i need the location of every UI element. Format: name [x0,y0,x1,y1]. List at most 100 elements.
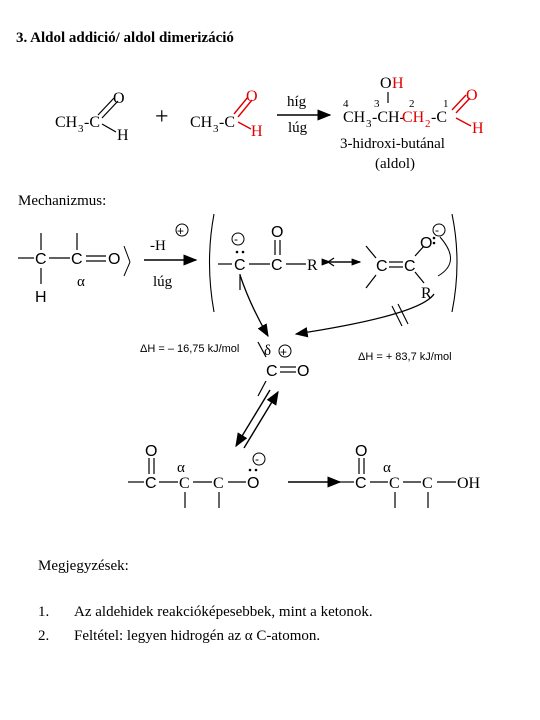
product-o: O [466,87,478,104]
page-title: 3. Aldol addició/ aldol dimerizáció [16,30,234,46]
product-num2: 2 [409,98,415,110]
reactant-2-ch-bond [237,121,252,130]
reactant-2: CH 3 -C O H [190,88,263,140]
mech-lug: lúg [153,274,173,290]
product-h: H [472,120,484,137]
note-number: 1. [38,604,50,620]
product-sub2: 2 [425,118,431,130]
mech-carbanion-c2: C [271,257,283,274]
reactant-1-sub3: 3 [78,123,84,135]
condition-bottom: lúg [288,120,308,136]
mech-blocked-mark-2 [397,303,409,325]
product-h-of-oh: H [392,75,404,92]
mech-final-c2: C [389,475,400,492]
mech-enolate: C C O - R [365,223,446,302]
mech-electrophile-plus: + [280,345,287,359]
mech-enolate-r: R [421,285,432,302]
mech-electrophile: δ + C O [257,341,309,397]
mech-enolate-c1: C [376,258,388,275]
product-num3: 3 [374,98,380,110]
mech-final-c3: C [422,475,433,492]
product-ch2: CH [402,109,425,126]
mech-dh2: ΔH = + 83,7 kJ/mol [358,351,452,363]
product-name: 3-hidroxi-butánal [340,136,445,152]
mech-carbanion-charge: - [234,232,238,246]
notes-title: Megjegyzések: [38,558,129,574]
mechanism-label: Mechanizmus: [18,193,107,209]
mech-alkoxide-c1: C [145,475,157,492]
mech-blocked-mark-1 [391,305,403,327]
mech-alkoxide: C O C α C O - [128,443,266,508]
reactant-1: CH 3 -C O H [55,90,129,144]
mech-carbanion-o: O [271,224,283,241]
mech-final-oh: OH [457,475,481,492]
reactant-1-double-bond-a [97,97,115,116]
product-alias: (aldol) [375,156,415,172]
note-text: Az aldehidek reakcióképesebbek, mint a k… [74,604,373,620]
mech-enolate-blocked-arrow [294,293,435,338]
mech-equilibrium-forward [235,389,271,448]
mech-equilibrium-backward [243,390,279,449]
product-c: -C [431,109,447,126]
reactant-1-ch: CH [55,114,78,131]
mech-final-c1: C [355,475,367,492]
note-item: 1. Az aldehidek reakcióképesebbek, mint … [38,600,373,624]
mech-plus-charge: + [177,224,184,238]
mech-electrophile-o: O [297,363,309,380]
product-double-bond-a [451,94,467,111]
reactant-2-sub3: 3 [213,123,219,135]
mech-alkoxide-c2: C [179,475,190,492]
mech-alkoxide-charge: - [255,452,259,466]
reactant-2-double-bond-b [237,99,253,118]
mech-alkoxide-c3: C [213,475,224,492]
reactant-1-ch-bond [101,123,117,133]
mech-carbanion: - C C O R [218,224,318,290]
reactant-2-c: -C [219,114,235,131]
mech-enolate-curved-arrow [437,236,451,277]
mech-attack-arrow [239,274,269,338]
mech-alkoxide-alpha: α [177,460,185,476]
product-double-bond-b [455,97,471,114]
mech-final-product: C O C α C OH [338,443,481,508]
product-o-of-oh: O [380,75,392,92]
product-ch: -CH- [372,109,405,126]
mech-aldehyde-c-alpha: C [35,251,47,268]
notes-list: 1. Az aldehidek reakcióképesebbek, mint … [38,600,373,648]
mech-minus-h: -H [150,238,166,254]
mech-resonance-left-head [326,257,335,267]
reactant-2-o: O [246,88,258,105]
reactant-1-double-bond-b [101,100,119,119]
reactant-1-o: O [113,90,125,107]
mech-aldehyde-c-carbonyl: C [71,251,83,268]
mech-aldehyde-o: O [108,251,120,268]
mech-final-alpha: α [383,460,391,476]
mech-bracket-left [208,213,215,313]
product-ch3: CH [343,109,366,126]
mech-enolate-c2: C [404,258,416,275]
reactant-1-c: -C [84,114,100,131]
mech-bracket-right [451,213,458,313]
reactant-1-h: H [117,127,129,144]
reactant-2-ch: CH [190,114,213,131]
mech-aldehyde-alpha: α [77,274,85,290]
product-sub3: 3 [366,118,372,130]
condition-top: híg [287,94,307,110]
mech-alkoxide-o1: O [145,443,157,460]
product-num4: 4 [343,98,349,110]
mech-dh1: ΔH = – 16,75 kJ/mol [140,343,239,355]
mech-enolate-o: O [420,235,432,252]
mech-electrophile-delta: δ [264,343,271,359]
mech-enolate-charge: - [435,223,439,237]
reactant-2-double-bond-a [233,96,249,115]
mech-electrophile-c: C [266,363,278,380]
mech-final-o1: O [355,443,367,460]
mech-aldehyde-h: H [35,289,47,306]
mech-plus-charge-circle [175,223,189,237]
mech-alkoxide-o2: O [247,475,259,492]
mech-carbanion-r: R [307,257,318,274]
plus-sign: + [155,104,169,130]
mech-carbanion-c: C [234,257,246,274]
product: 4 3 2 1 O H CH 3 -CH- CH 2 -C O H 3-hidr… [340,75,484,172]
